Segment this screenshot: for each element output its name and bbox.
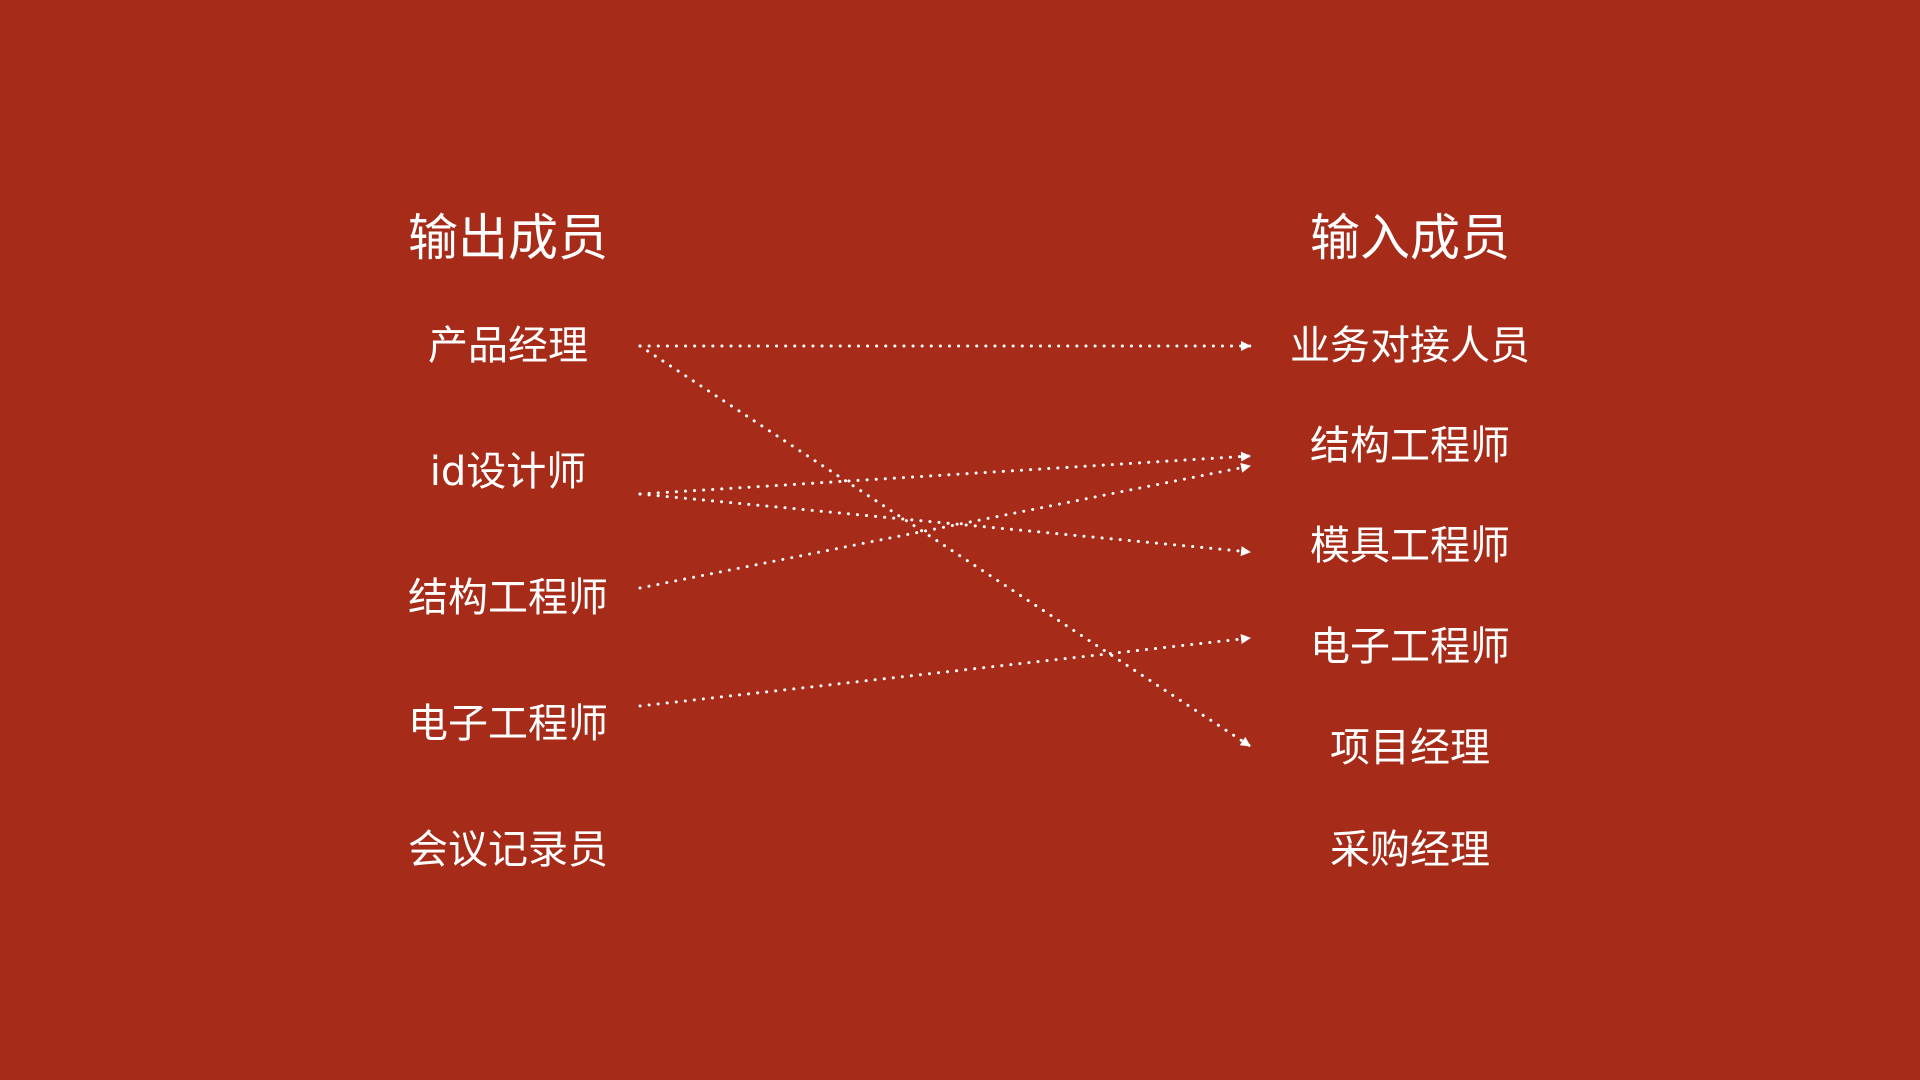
arrow-electronics-engineer-to-electronics-engineer [638,634,1252,708]
input-member-structural-engineer: 结构工程师 [1310,423,1510,469]
output-member-structural-engineer: 结构工程师 [408,575,608,621]
arrow-structural-engineer-to-structural-engineer [638,462,1252,590]
input-member-mold-engineer: 模具工程师 [1310,523,1510,569]
output-member-id-designer: id设计师 [429,449,587,495]
input-member-business-liaison: 业务对接人员 [1290,323,1530,369]
arrow-id-designer-to-mold-engineer [638,492,1252,557]
arrow-id-designer-to-structural-engineer [638,451,1252,496]
output-member-meeting-recorder: 会议记录员 [408,827,608,873]
output-members-header: 输出成员 [408,209,608,267]
input-members-header: 输入成员 [1310,209,1510,267]
arrow-product-manager-to-project-manager [638,344,1252,748]
input-member-electronics-engineer: 电子工程师 [1310,624,1510,670]
input-member-purchasing-manager: 采购经理 [1330,827,1490,873]
output-member-electronics-engineer: 电子工程师 [408,701,608,747]
input-member-project-manager: 项目经理 [1330,725,1490,771]
output-member-product-manager: 产品经理 [428,323,588,369]
